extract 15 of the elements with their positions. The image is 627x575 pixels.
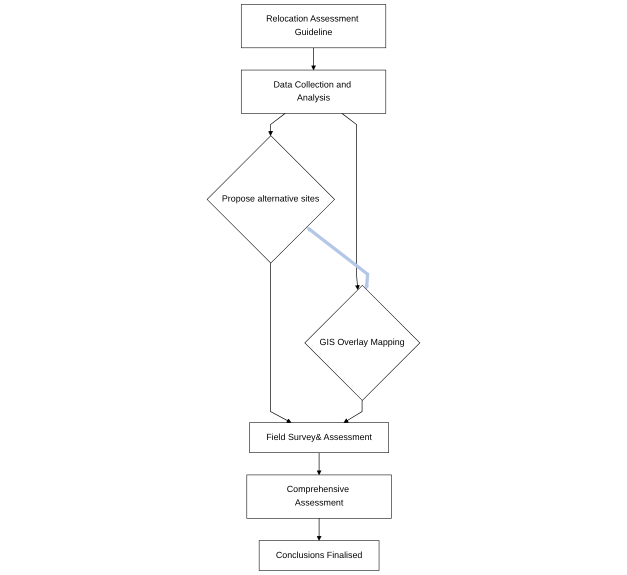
node-box: Field Survey& Assessment — [249, 422, 389, 453]
arrow — [306, 227, 370, 290]
arrow — [311, 47, 316, 70]
node-box: Comprehensive Assessment — [246, 474, 392, 519]
arrow — [268, 113, 286, 136]
arrow — [270, 262, 292, 423]
arrow — [344, 400, 362, 423]
node-diamond: Propose alternative sites — [206, 135, 335, 264]
node-box: Relocation Assessment Guideline — [240, 4, 386, 48]
arrow — [316, 452, 322, 476]
node-box: Conclusions Finalised — [258, 540, 380, 571]
node-box: Data Collection and Analysis — [240, 70, 386, 114]
arrow — [342, 113, 360, 290]
node-diamond: GIS Overlay Mapping — [304, 284, 420, 401]
arrow — [316, 518, 322, 541]
